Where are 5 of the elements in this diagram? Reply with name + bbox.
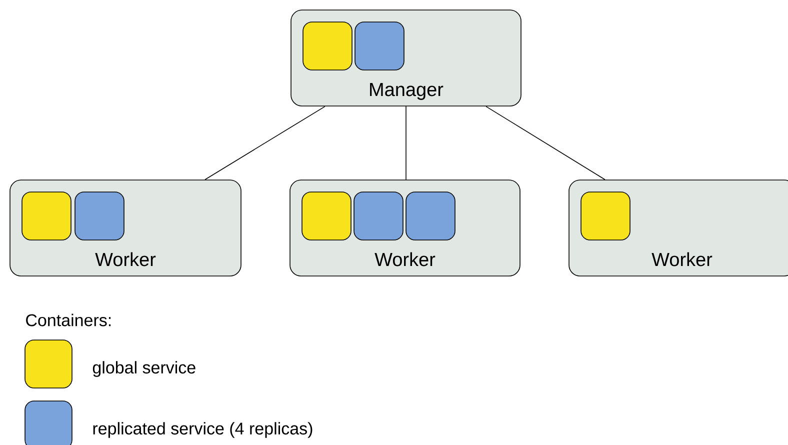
connector-line bbox=[486, 106, 606, 180]
legend-text: replicated service (4 replicas) bbox=[93, 422, 312, 438]
legend-heading: Containers: bbox=[26, 314, 111, 326]
connector-line bbox=[204, 106, 326, 180]
legend-text: global service bbox=[92, 361, 196, 377]
